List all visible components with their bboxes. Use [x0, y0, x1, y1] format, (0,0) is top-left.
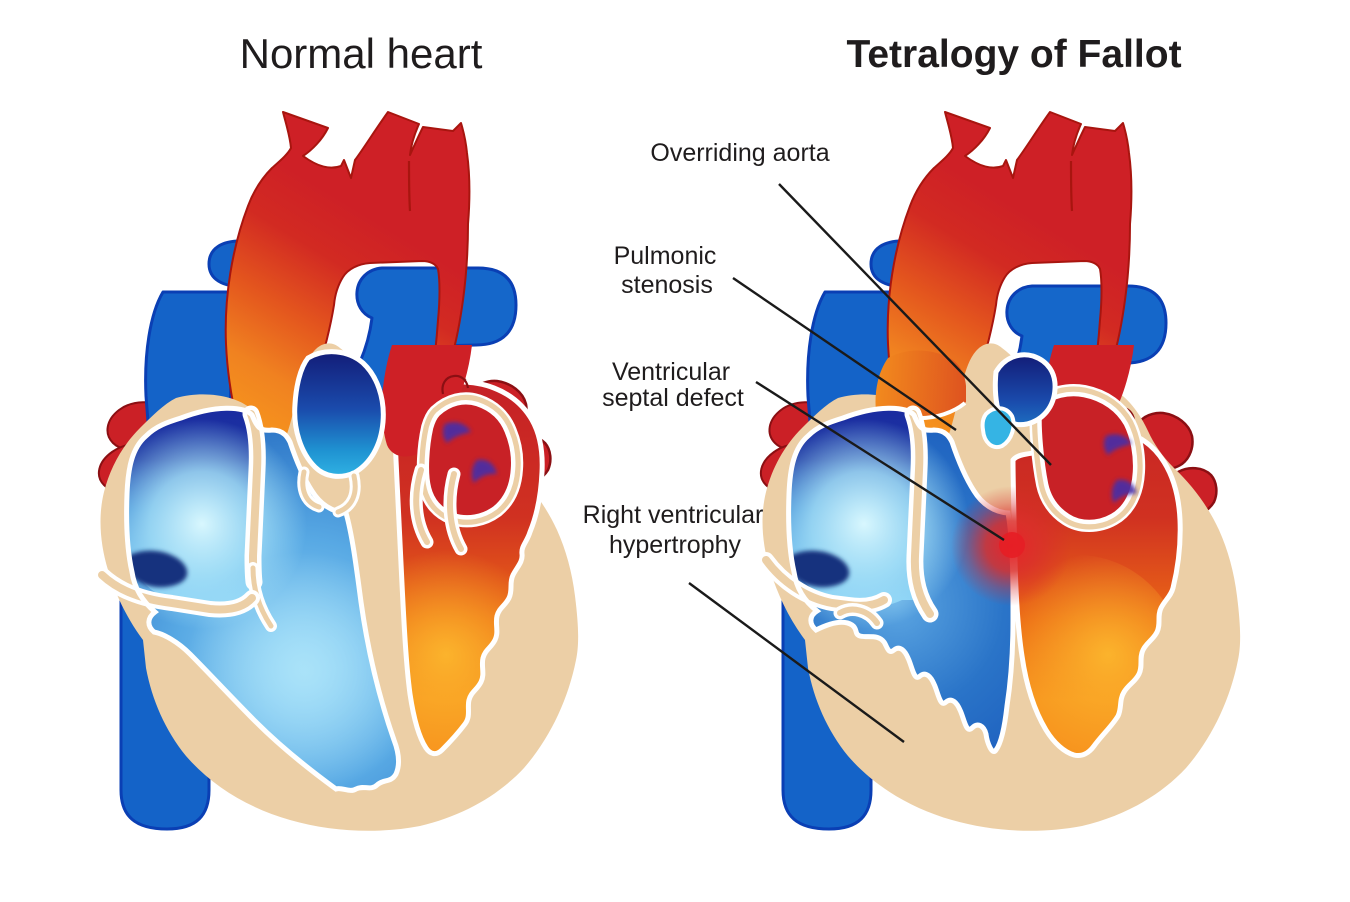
svg-text:stenosis: stenosis — [621, 271, 713, 299]
svg-text:Overriding aorta: Overriding aorta — [650, 139, 829, 167]
svg-text:Ventricular: Ventricular — [612, 358, 730, 386]
svg-text:hypertrophy: hypertrophy — [609, 531, 742, 559]
svg-text:Pulmonic: Pulmonic — [614, 242, 717, 270]
svg-text:Tetralogy of Fallot: Tetralogy of Fallot — [846, 33, 1181, 76]
svg-text:Right ventricular: Right ventricular — [583, 501, 764, 529]
svg-text:septal defect: septal defect — [602, 384, 744, 412]
svg-text:Normal heart: Normal heart — [240, 30, 483, 77]
